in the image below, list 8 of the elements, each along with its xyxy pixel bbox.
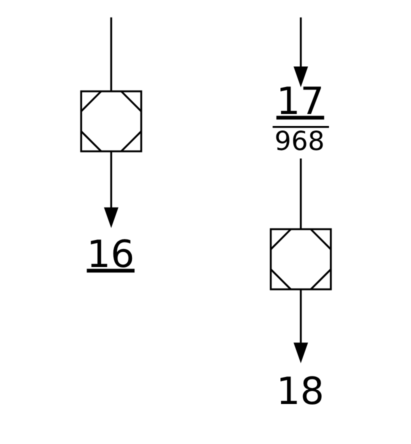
node-text: 17 968 (274, 78, 324, 157)
node-text: 18 (276, 368, 324, 413)
node-text: 16 (86, 232, 134, 276)
arrow (293, 290, 308, 364)
arrow (293, 17, 308, 88)
connector (299, 158, 302, 230)
arrow (103, 152, 118, 228)
connector (110, 17, 112, 91)
